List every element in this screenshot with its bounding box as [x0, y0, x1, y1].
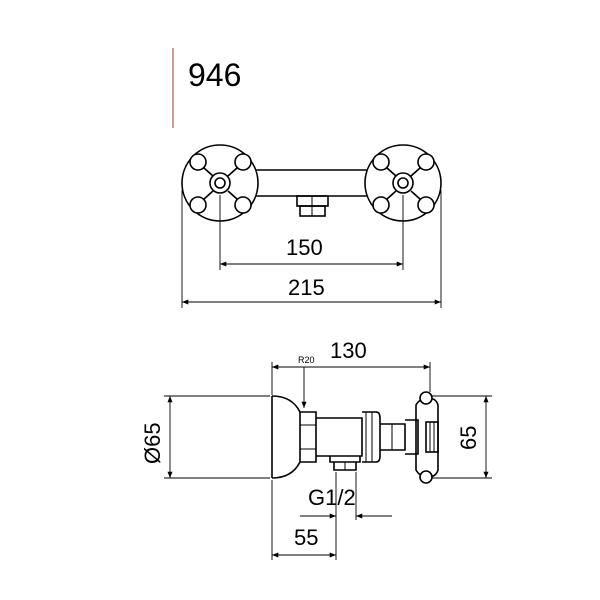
- right-handle-top: [364, 144, 442, 222]
- side-view: 130 R20 Ø65 65 G1/2 55: [140, 338, 492, 560]
- handle-side: [405, 391, 439, 484]
- bonnet: [362, 411, 381, 463]
- body-bar: [255, 169, 370, 197]
- rosette-flare: [271, 395, 301, 479]
- dim-label-55: 55: [294, 525, 318, 550]
- outlet-nut-side: [329, 456, 361, 463]
- dim-label-150: 150: [286, 235, 323, 260]
- dim-label-diameter: Ø65: [140, 422, 165, 464]
- top-view: 150 215: [181, 144, 442, 308]
- dim-label-thread: G1/2: [308, 485, 356, 510]
- valve-body: [316, 417, 363, 457]
- radius-label: R20: [298, 355, 315, 365]
- left-handle-top: [181, 144, 259, 222]
- dim-label-215: 215: [288, 275, 325, 300]
- dim-label-130: 130: [330, 338, 367, 363]
- model-number: 946: [188, 57, 241, 93]
- dim-label-height: 65: [456, 426, 481, 450]
- connection-nut: [300, 411, 317, 463]
